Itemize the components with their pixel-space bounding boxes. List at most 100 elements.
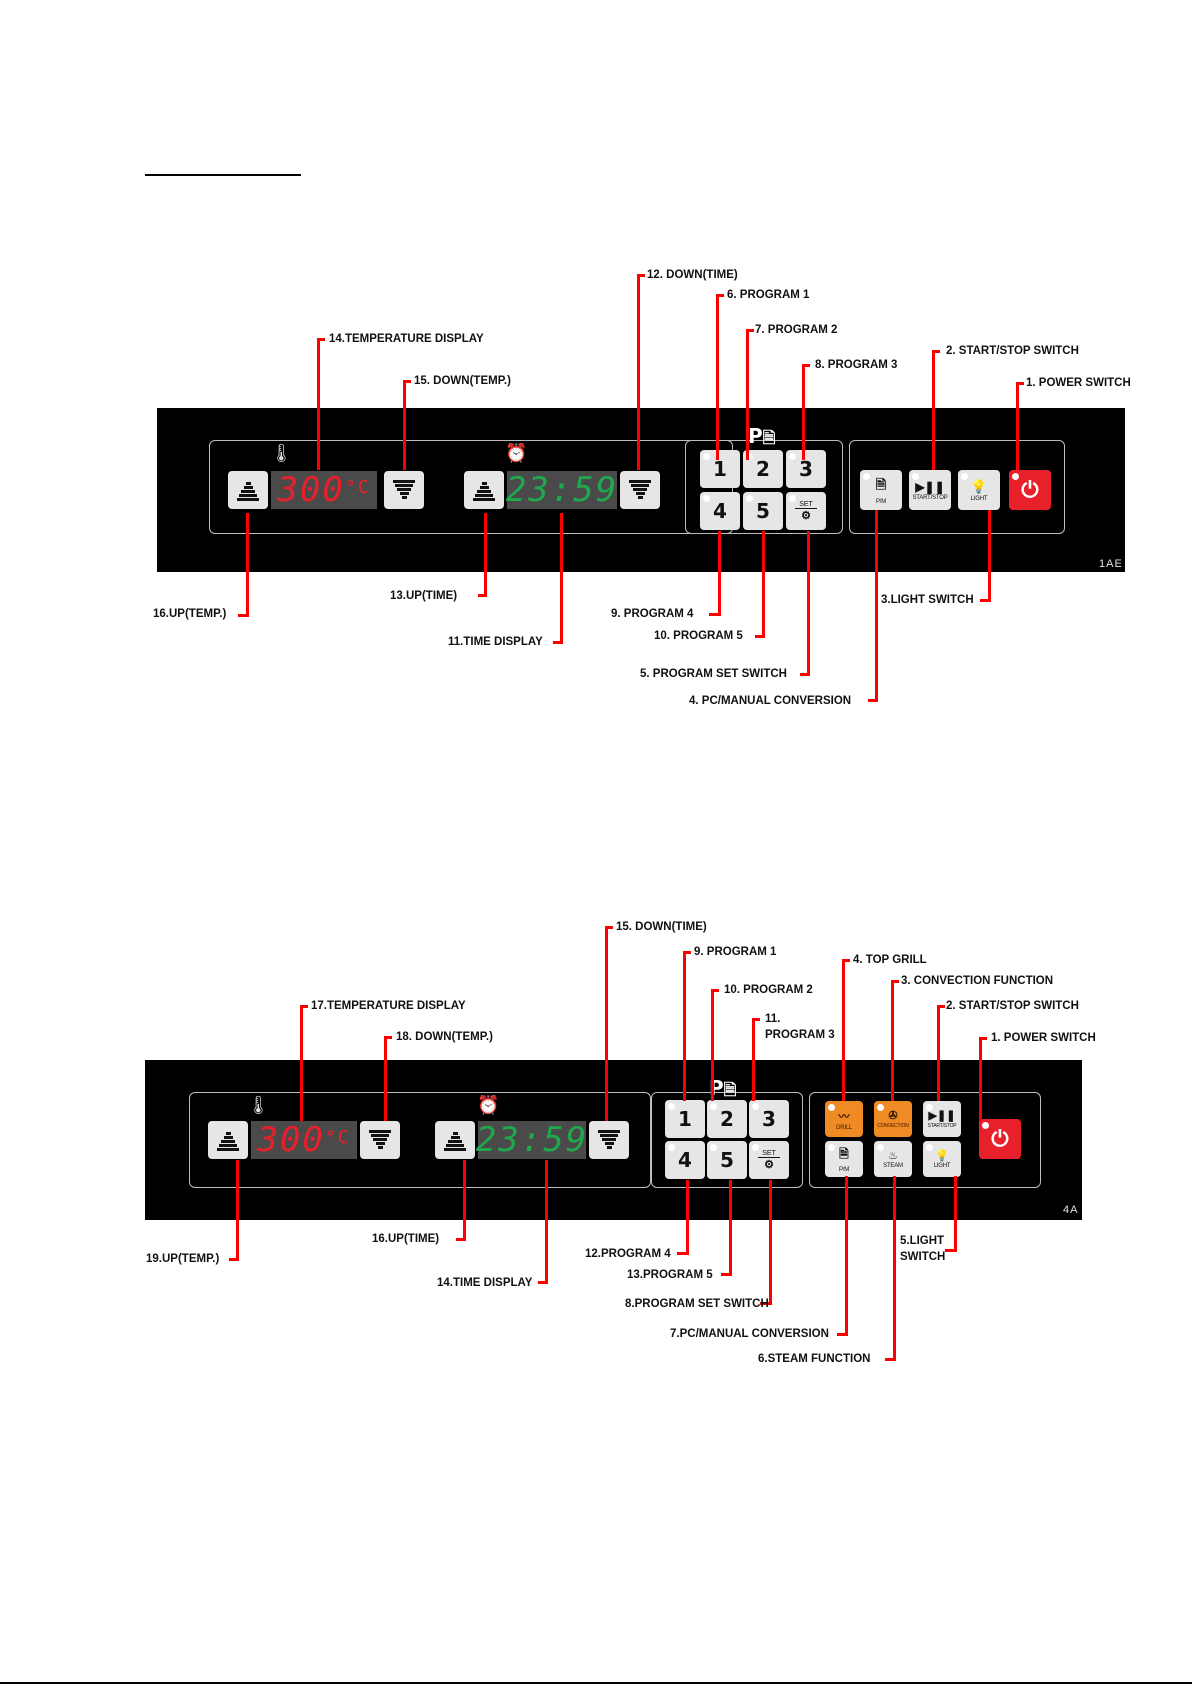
indicator-led <box>828 1104 835 1111</box>
callout-line <box>937 1005 940 1101</box>
callout-1: 1. POWER SWITCH <box>991 1032 1096 1044</box>
callout-line <box>711 989 714 1101</box>
pm-button[interactable]: 🗎P/M <box>825 1141 863 1177</box>
callout-line <box>893 1176 896 1361</box>
callout-7: 7. PROGRAM 2 <box>755 324 838 336</box>
callout-line <box>538 1281 548 1284</box>
indicator-led <box>789 453 796 460</box>
callout-line <box>1016 382 1019 470</box>
callout-line <box>317 338 325 341</box>
set-label: SET <box>795 501 817 509</box>
power-icon: ⏻ <box>991 1126 1009 1151</box>
set-label: SET <box>758 1150 780 1158</box>
program-3-label: 3 <box>762 1107 776 1131</box>
callout-line <box>800 673 810 676</box>
callout-line <box>937 1005 945 1008</box>
callout-8: 8.PROGRAM SET SWITCH <box>625 1298 769 1310</box>
steam-label: STEAM <box>883 1163 903 1169</box>
program-1-button[interactable]: 1 <box>700 450 740 488</box>
light-button[interactable]: 💡LIGHT <box>923 1141 961 1177</box>
light-button[interactable]: 💡LIGHT <box>958 470 1000 510</box>
up-temp-button[interactable] <box>228 471 268 509</box>
callout-11a: 11. <box>765 1013 781 1025</box>
light-bulb-icon: 💡 <box>935 1150 949 1162</box>
start-stop-button[interactable]: ▶❚❚START/STOP <box>909 470 951 510</box>
pm-button[interactable]: 🗎 P/M <box>860 470 902 510</box>
program-set-button[interactable]: SET⚙ <box>786 492 826 530</box>
callout-6: 6. PROGRAM 1 <box>727 289 810 301</box>
program-4-button[interactable]: 4 <box>700 492 740 530</box>
callout-line <box>711 989 719 992</box>
model-code: 4A <box>1063 1204 1079 1216</box>
callout-line <box>746 329 754 332</box>
callout-line <box>229 1258 239 1261</box>
power-button[interactable]: ⏻ <box>1009 470 1051 510</box>
pm-label: P/M <box>875 498 887 505</box>
start-stop-label: START/STOP <box>912 494 948 501</box>
gear-icon: ⚙ <box>764 1158 774 1171</box>
callout-line <box>979 1037 982 1121</box>
indicator-led <box>668 1144 675 1151</box>
start-stop-button[interactable]: ▶❚❚START/STOP <box>923 1101 961 1137</box>
indicator-led <box>912 473 919 480</box>
callout-line <box>842 959 845 1101</box>
program-5-button[interactable]: 5 <box>743 492 783 530</box>
callout-line <box>246 513 249 617</box>
callout-8: 8. PROGRAM 3 <box>815 359 898 371</box>
convection-button[interactable]: ✇CONVECTION <box>874 1101 912 1137</box>
callout-line <box>762 531 765 638</box>
down-time-button[interactable] <box>589 1121 629 1159</box>
start-stop-label: START/STOP <box>927 1123 957 1129</box>
indicator-led <box>863 473 870 480</box>
thermometer-icon: 🌡 <box>247 1095 270 1115</box>
model-code: 1AE <box>1099 558 1123 570</box>
up-time-button[interactable] <box>464 471 504 509</box>
callout-9: 9. PROGRAM 4 <box>611 608 694 620</box>
program-2-button[interactable]: 2 <box>707 1100 747 1138</box>
callout-line <box>842 959 850 962</box>
program-2-button[interactable]: 2 <box>743 450 783 488</box>
steam-button[interactable]: ♨STEAM <box>874 1141 912 1177</box>
program-5-button[interactable]: 5 <box>707 1141 747 1179</box>
triangle-down-icon <box>369 1130 391 1150</box>
indicator-led <box>710 1103 717 1110</box>
up-temp-button[interactable] <box>208 1121 248 1159</box>
down-temp-button[interactable] <box>360 1121 400 1159</box>
callout-line <box>891 980 894 1101</box>
callout-5-switch: SWITCH <box>900 1251 946 1263</box>
gear-icon: ⚙ <box>801 509 811 522</box>
program-1-button[interactable]: 1 <box>665 1100 705 1138</box>
program-4-button[interactable]: 4 <box>665 1141 705 1179</box>
callout-line <box>988 510 991 602</box>
light-label: LIGHT <box>933 1163 951 1169</box>
program-manual-icon: 🗎 <box>875 476 887 492</box>
down-temp-button[interactable] <box>384 471 424 509</box>
indicator-led <box>746 495 753 502</box>
program-3-button[interactable]: 3 <box>749 1100 789 1138</box>
time-display: 23:59 <box>506 470 617 510</box>
program-3-label: 3 <box>799 457 813 481</box>
callout-12: 12.PROGRAM 4 <box>585 1248 671 1260</box>
alarm-clock-icon: ⏰ <box>477 1095 500 1115</box>
callout-line <box>709 613 721 616</box>
up-time-button[interactable] <box>435 1121 475 1159</box>
program-set-button[interactable]: SET⚙ <box>749 1141 789 1179</box>
callout-11: 11.TIME DISPLAY <box>448 636 543 648</box>
indicator-led <box>703 495 710 502</box>
callout-line <box>384 1036 387 1121</box>
program-3-button[interactable]: 3 <box>786 450 826 488</box>
callout-10: 10. PROGRAM 2 <box>724 984 813 996</box>
callout-10: 10. PROGRAM 5 <box>654 630 743 642</box>
down-time-button[interactable] <box>620 471 660 509</box>
callout-line <box>885 1358 896 1361</box>
indicator-led <box>668 1103 675 1110</box>
callout-19: 19.UP(TEMP.) <box>146 1253 220 1265</box>
callout-18: 18. DOWN(TEMP.) <box>396 1031 493 1043</box>
callout-2: 2. START/STOP SWITCH <box>946 345 1079 357</box>
indicator-led <box>703 453 710 460</box>
power-button[interactable]: ⏻ <box>979 1119 1021 1159</box>
indicator-led <box>926 1104 933 1111</box>
grill-button[interactable]: 〰GRILL <box>825 1101 863 1137</box>
callout-15: 15. DOWN(TIME) <box>616 921 707 933</box>
callout-line <box>478 594 487 597</box>
